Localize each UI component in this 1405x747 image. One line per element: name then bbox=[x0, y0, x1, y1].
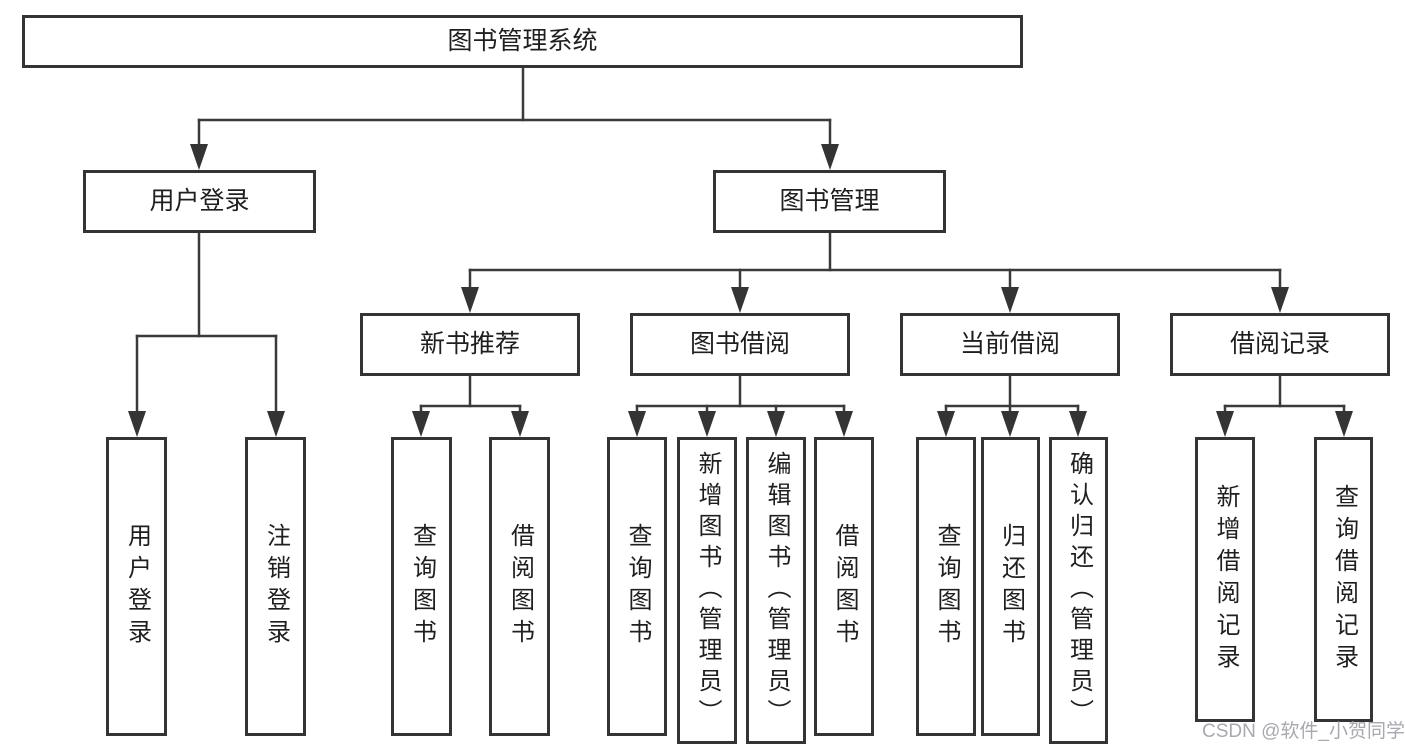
connector-newbooks-to-children bbox=[412, 374, 529, 437]
node-leaf-edit-books-admin: 编辑图书（管理员） bbox=[746, 437, 806, 744]
connector-bookmgmt-to-level3 bbox=[461, 231, 1289, 313]
node-leaf-user-login: 用户登录 bbox=[106, 437, 167, 736]
arrowhead-icon bbox=[937, 411, 955, 437]
node-leaf-query-borrow-record: 查询借阅记录 bbox=[1314, 437, 1373, 722]
node-user-login: 用户登录 bbox=[83, 170, 316, 233]
arrowhead-icon bbox=[1271, 287, 1289, 313]
arrowhead-icon bbox=[1001, 287, 1019, 313]
arrowhead-icon bbox=[1001, 411, 1019, 437]
node-leaf-return-books: 归还图书 bbox=[981, 437, 1040, 736]
node-leaf-borrow-books-recommend: 借阅图书 bbox=[489, 437, 550, 736]
arrowhead-icon bbox=[698, 411, 716, 437]
arrowhead-icon bbox=[821, 144, 839, 170]
connector-borrowing-to-children bbox=[628, 374, 853, 437]
arrowhead-icon bbox=[628, 411, 646, 437]
arrowhead-icon bbox=[511, 411, 529, 437]
connector-current-to-children bbox=[937, 374, 1087, 437]
arrowhead-icon bbox=[731, 287, 749, 313]
arrowhead-icon bbox=[412, 411, 430, 437]
node-book-borrowing: 图书借阅 bbox=[630, 313, 850, 376]
node-leaf-add-borrow-record: 新增借阅记录 bbox=[1195, 437, 1255, 722]
node-leaf-query-books-borrowing: 查询图书 bbox=[607, 437, 667, 736]
connector-records-to-children bbox=[1216, 374, 1353, 437]
node-root-library-system: 图书管理系统 bbox=[22, 15, 1023, 68]
node-leaf-query-books-current: 查询图书 bbox=[916, 437, 976, 736]
node-current-borrowing: 当前借阅 bbox=[900, 313, 1120, 376]
arrowhead-icon bbox=[767, 411, 785, 437]
arrowhead-icon bbox=[461, 287, 479, 313]
connector-userlogin-to-children bbox=[128, 231, 285, 437]
node-leaf-confirm-return-admin: 确认归还（管理员） bbox=[1049, 437, 1108, 744]
arrowhead-icon bbox=[1216, 411, 1234, 437]
node-leaf-add-books-admin: 新增图书（管理员） bbox=[677, 437, 737, 744]
arrowhead-icon bbox=[1069, 411, 1087, 437]
arrowhead-icon bbox=[128, 411, 146, 437]
arrowhead-icon bbox=[267, 411, 285, 437]
arrowhead-icon bbox=[190, 144, 208, 170]
node-leaf-logout: 注销登录 bbox=[245, 437, 306, 736]
node-book-management: 图书管理 bbox=[713, 170, 946, 233]
node-borrowing-records: 借阅记录 bbox=[1170, 313, 1390, 376]
connector-root-to-level2 bbox=[190, 66, 839, 170]
node-new-book-recommend: 新书推荐 bbox=[360, 313, 580, 376]
arrowhead-icon bbox=[835, 411, 853, 437]
node-leaf-query-books-recommend: 查询图书 bbox=[391, 437, 452, 736]
arrowhead-icon bbox=[1335, 411, 1353, 437]
node-leaf-borrow-books: 借阅图书 bbox=[814, 437, 874, 736]
